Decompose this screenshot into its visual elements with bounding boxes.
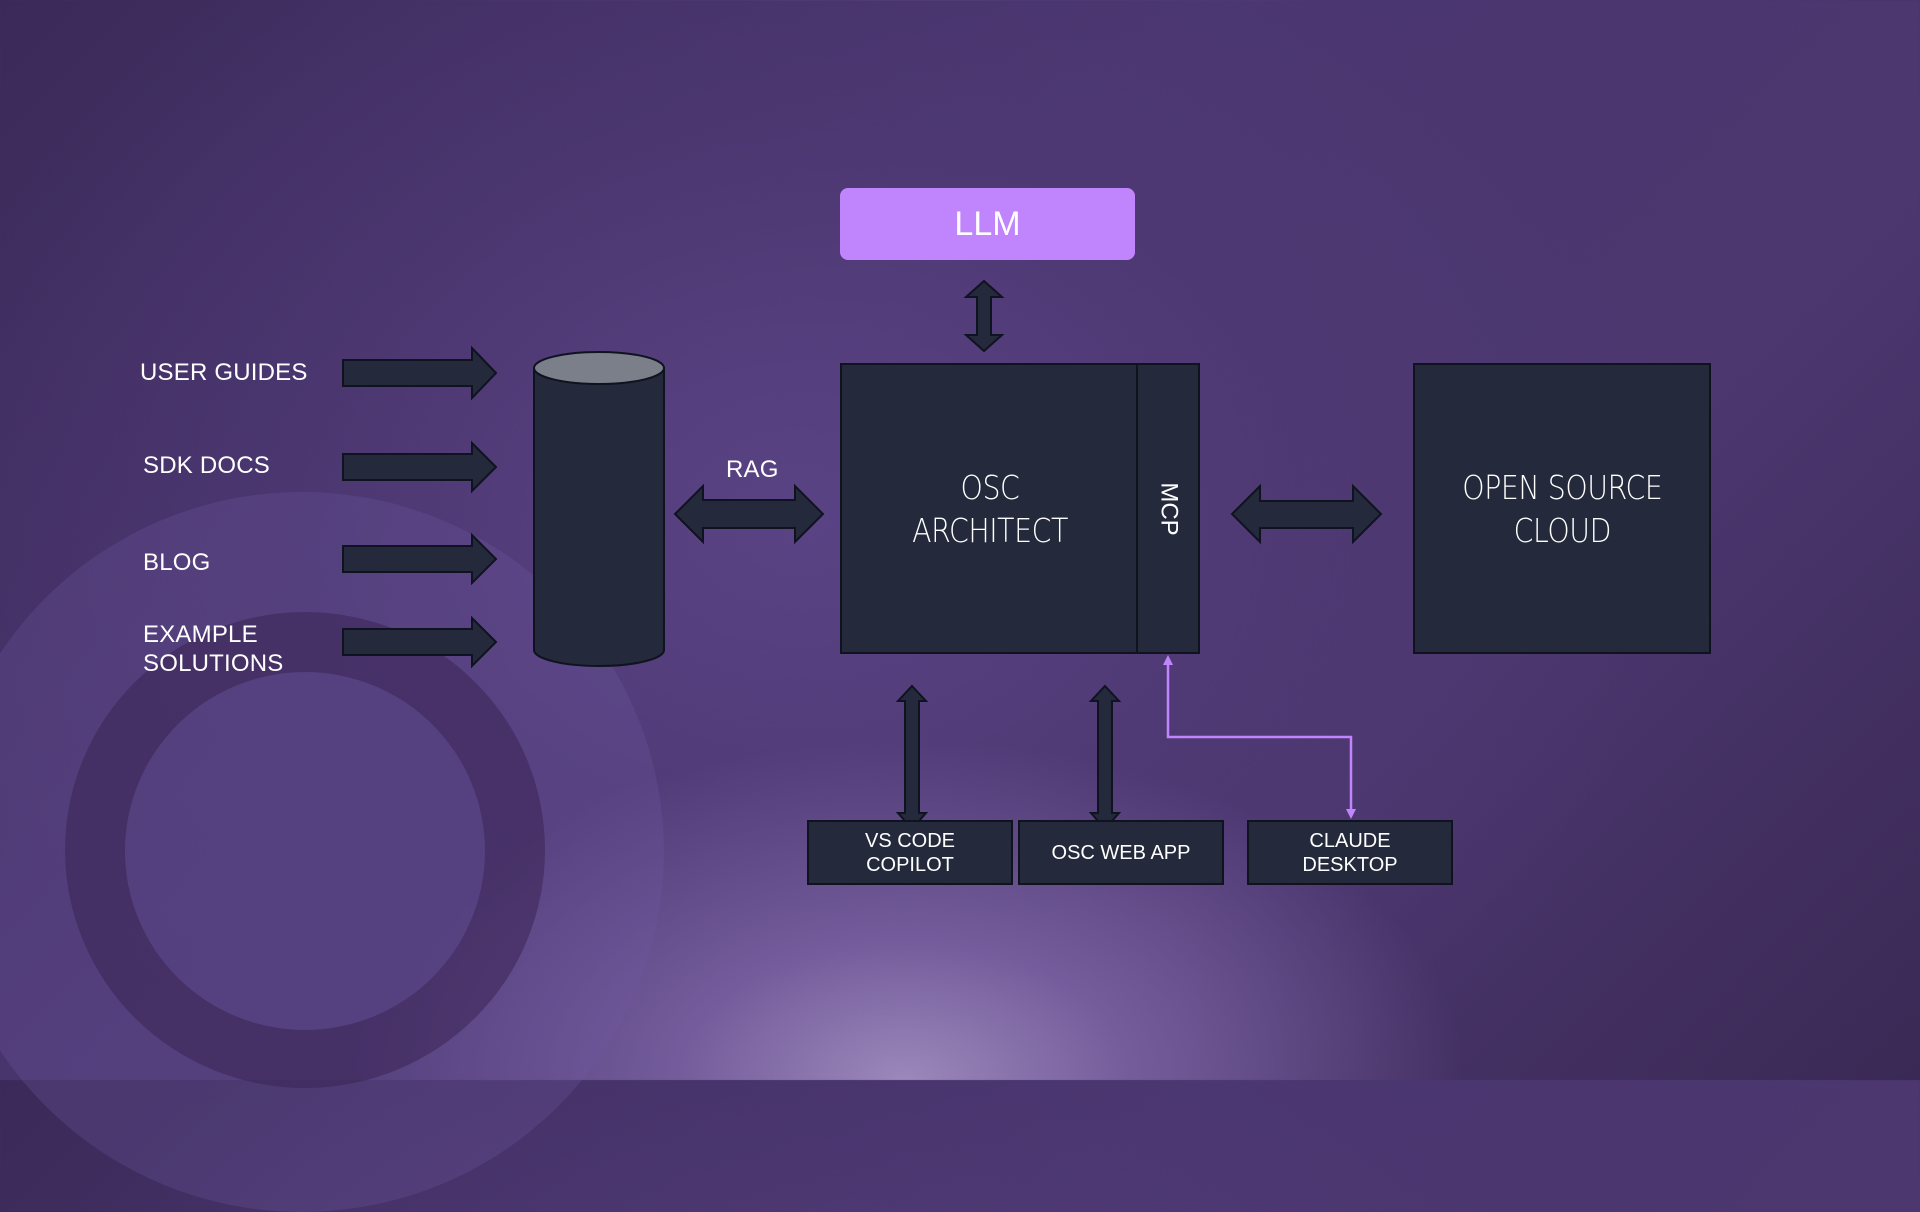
source-label-example-solutions: EXAMPLE SOLUTIONS [143,620,284,678]
client-vscode-copilot[interactable]: VS CODE COPILOT [807,820,1013,885]
open-source-cloud-line: OPEN SOURCE [1461,467,1663,507]
connector-mcp-claude [1163,655,1356,819]
client-osc-web-app[interactable]: OSC WEB APP [1018,820,1224,885]
client-label-line: OSC WEB APP [1051,841,1191,864]
llm-label: LLM [954,204,1021,243]
mcp-label: MCP [1156,481,1183,536]
osc-architect-node[interactable]: OSC ARCHITECT [840,363,1200,654]
arrow-sdk-docs [342,440,498,494]
client-label-line: CLAUDE [1309,829,1391,852]
client-label-line: COPILOT [866,853,954,876]
client-claude-desktop[interactable]: CLAUDE DESKTOP [1247,820,1453,885]
open-source-cloud-line: CLOUD [1513,510,1611,550]
source-label-line: SOLUTIONS [143,650,284,677]
connectors-layer [342,279,1383,831]
osc-architect-line: OSC [960,467,1020,507]
arrow-user-guides [342,345,498,401]
source-label-sdk-docs: SDK DOCS [143,452,270,479]
client-label-line: VS CODE [864,829,956,852]
database-cylinder [533,351,665,667]
arrow-cloud-bidirectional [1230,483,1383,545]
osc-architect-title: OSC ARCHITECT [863,466,1118,552]
source-label-user-guides: USER GUIDES [140,359,308,386]
background-ring-inner [125,672,485,1030]
rag-label: RAG [726,456,779,483]
llm-node[interactable]: LLM [840,188,1135,260]
mcp-panel[interactable]: MCP [1136,363,1200,654]
arrow-vscode-bidirectional [895,684,929,831]
arrow-rag-bidirectional [673,483,825,545]
client-label-line: DESKTOP [1302,853,1398,876]
source-label-blog: BLOG [143,549,211,576]
arrow-example-solutions [342,615,498,669]
source-label-line: EXAMPLE [143,621,258,648]
osc-architect-line: ARCHITECT [912,510,1068,550]
open-source-cloud-title: OPEN SOURCE CLOUD [1461,466,1663,552]
arrow-blog [342,532,498,586]
arrow-webapp-bidirectional [1088,684,1122,831]
arrow-llm-bidirectional [963,279,1005,353]
open-source-cloud-node[interactable]: OPEN SOURCE CLOUD [1413,363,1711,654]
